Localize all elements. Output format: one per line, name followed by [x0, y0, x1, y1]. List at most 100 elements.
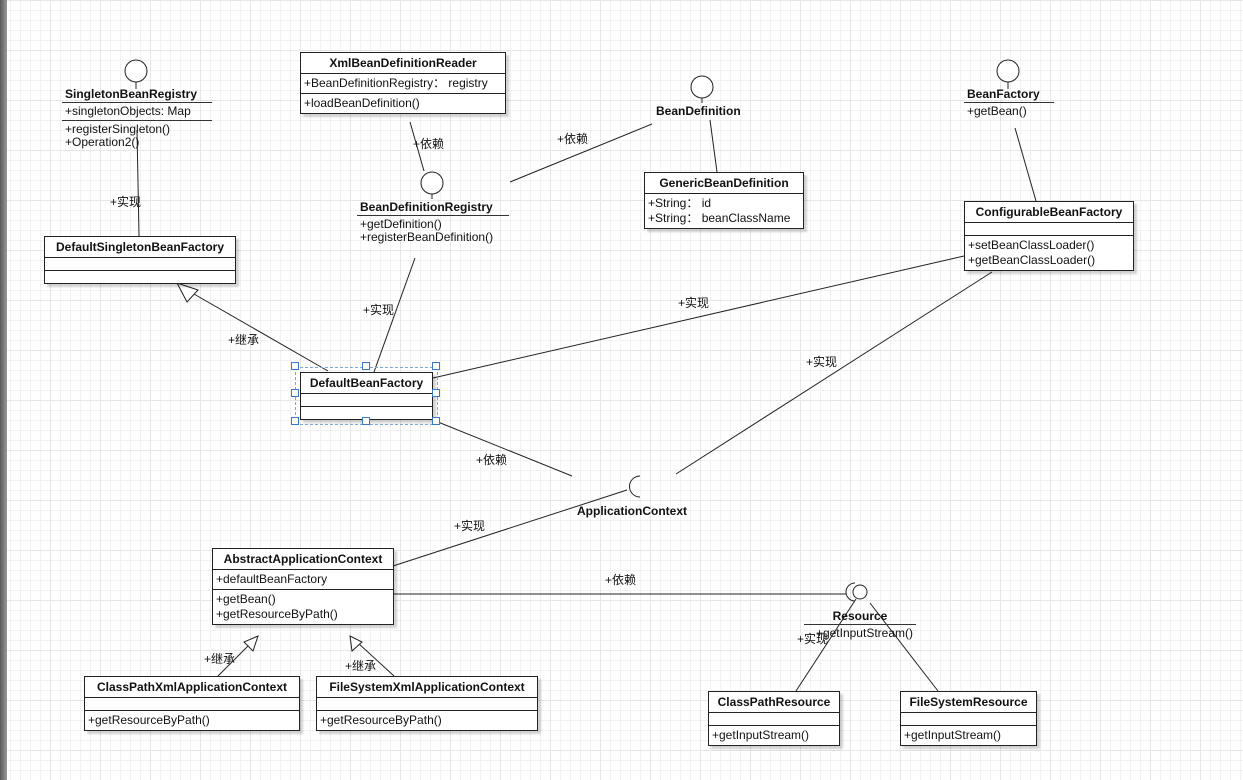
default-bean-factory-name: DefaultBeanFactory	[309, 376, 424, 390]
line-default-to-configurable	[432, 255, 965, 379]
label-depend-appctx: +依赖	[476, 453, 508, 467]
line-beandef-to-registry	[509, 123, 653, 183]
generic-bean-definition-name: GenericBeanDefinition	[659, 176, 789, 190]
line-resource-to-filesystem	[869, 602, 939, 692]
xml-reader-attr: +BeanDefinitionRegistry： registry	[304, 76, 488, 90]
bean-definition-interface-name[interactable]: BeanDefinition	[656, 104, 741, 118]
bean-definition-registry-interface[interactable]: BeanDefinitionRegistry +getDefinition() …	[357, 199, 509, 246]
classpath-xml-application-context-class[interactable]: ClassPathXmlApplicationContext +getResou…	[84, 676, 300, 731]
lollipop-bean-definition	[690, 75, 714, 99]
resource-socket	[845, 582, 856, 602]
label-realize-appctx-config: +实现	[806, 355, 838, 369]
filesystem-xml-op: +getResourceByPath()	[320, 713, 442, 727]
label-inherit-classpath: +继承	[204, 652, 236, 666]
configurable-op-1: +setBeanClassLoader()	[968, 238, 1095, 252]
lollipop-singleton-registry	[124, 59, 148, 83]
abstract-context-name: AbstractApplicationContext	[223, 552, 383, 566]
classpath-resource-attrs	[709, 712, 839, 725]
resize-handle-sw[interactable]	[291, 417, 299, 425]
abstract-context-op-1: +getBean()	[216, 592, 276, 606]
classpath-resource-class[interactable]: ClassPathResource +getInputStream()	[708, 691, 840, 746]
line-default-to-appctx	[432, 419, 573, 477]
singleton-op-2: +Operation2()	[65, 135, 140, 149]
bean-factory-name: BeanFactory	[967, 87, 1040, 101]
abstract-context-attr: +defaultBeanFactory	[216, 572, 328, 586]
inherit-arrow-classpath	[243, 635, 259, 652]
label-realize-appctx: +实现	[454, 519, 486, 533]
label-realize-resource: +实现	[797, 632, 829, 646]
default-singleton-bean-factory-class[interactable]: DefaultSingletonBeanFactory	[44, 236, 236, 284]
lollipop-bean-factory	[996, 59, 1020, 83]
registry-op-1: +getDefinition()	[360, 217, 442, 231]
singleton-bean-registry-interface[interactable]: SingletonBeanRegistry +singletonObjects:…	[62, 86, 212, 151]
singleton-bean-registry-name: SingletonBeanRegistry	[65, 87, 198, 101]
configurable-op-2: +getBeanClassLoader()	[968, 253, 1096, 267]
filesystem-resource-class[interactable]: FileSystemResource +getInputStream()	[900, 691, 1037, 746]
label-depend-resource: +依赖	[605, 573, 637, 587]
line-appctx-to-configurable	[675, 271, 993, 475]
filesystem-resource-name: FileSystemResource	[909, 695, 1028, 709]
line-singleton-to-default-singleton	[136, 129, 140, 237]
resource-name: Resource	[832, 609, 888, 623]
label-depend-reader: +依赖	[413, 137, 445, 151]
generic-bean-definition-class[interactable]: GenericBeanDefinition +String： id +Strin…	[644, 172, 804, 229]
default-bean-factory-ops	[301, 406, 432, 419]
classpath-xml-op: +getResourceByPath()	[88, 713, 210, 727]
classpath-xml-name: ClassPathXmlApplicationContext	[96, 680, 288, 694]
filesystem-xml-name: FileSystemXmlApplicationContext	[329, 680, 525, 694]
line-reader-to-registry	[409, 121, 425, 172]
line-beandef-to-generic	[709, 119, 718, 173]
resource-op: +getInputStream()	[815, 626, 913, 640]
line-classpath-to-abstract	[217, 643, 251, 677]
resize-handle-ne[interactable]	[432, 362, 440, 370]
bean-factory-interface[interactable]: BeanFactory +getBean()	[964, 86, 1054, 120]
configurable-bean-factory-class[interactable]: ConfigurableBeanFactory +setBeanClassLoa…	[964, 201, 1134, 271]
registry-name: BeanDefinitionRegistry	[360, 200, 493, 214]
lollipop-resource	[852, 584, 868, 600]
label-inherit-default: +继承	[228, 333, 260, 347]
filesystem-xml-attrs	[317, 697, 537, 710]
inherit-arrow-filesystem	[349, 635, 363, 653]
singleton-op-1: +registerSingleton()	[65, 122, 171, 136]
classpath-resource-name: ClassPathResource	[717, 695, 831, 709]
application-context-interface-name[interactable]: ApplicationContext	[577, 504, 687, 518]
window-edge	[0, 0, 7, 780]
default-singleton-attrs	[45, 257, 235, 270]
label-depend-beandef: +依赖	[557, 132, 589, 146]
registry-op-2: +registerBeanDefinition()	[360, 230, 494, 244]
singleton-attr: +singletonObjects: Map	[65, 104, 191, 118]
label-realize-singleton: +实现	[110, 195, 142, 209]
xml-reader-op: +loadBeanDefinition()	[304, 96, 420, 110]
generic-attr-id: +String： id	[648, 196, 712, 210]
xml-reader-name: XmlBeanDefinitionReader	[329, 56, 477, 70]
resize-handle-w[interactable]	[291, 389, 299, 397]
xml-bean-definition-reader-class[interactable]: XmlBeanDefinitionReader +BeanDefinitionR…	[300, 52, 506, 114]
line-default-to-default-singleton	[186, 289, 329, 372]
filesystem-xml-application-context-class[interactable]: FileSystemXmlApplicationContext +getReso…	[316, 676, 538, 731]
classpath-xml-attrs	[85, 697, 299, 710]
default-bean-factory-class[interactable]: DefaultBeanFactory	[295, 367, 438, 425]
resize-handle-nw[interactable]	[291, 362, 299, 370]
inherit-arrow-default-singleton	[175, 282, 199, 303]
resource-interface[interactable]: Resource +getInputStream()	[804, 608, 916, 642]
line-filesystem-to-abstract	[357, 642, 395, 677]
resize-handle-se[interactable]	[432, 417, 440, 425]
resize-handle-n[interactable]	[362, 362, 370, 370]
resize-handle-s[interactable]	[362, 417, 370, 425]
line-beanfactory-to-configurable	[1014, 127, 1037, 202]
abstract-application-context-class[interactable]: AbstractApplicationContext +defaultBeanF…	[212, 548, 394, 625]
line-registry-to-default	[373, 257, 416, 373]
filesystem-resource-op: +getInputStream()	[904, 728, 1002, 742]
default-singleton-ops	[45, 270, 235, 283]
label-inherit-filesystem: +继承	[345, 659, 377, 673]
lollipop-registry	[420, 171, 444, 195]
appctx-socket	[629, 475, 641, 498]
line-resource-to-classpath	[795, 598, 857, 692]
configurable-name: ConfigurableBeanFactory	[975, 205, 1123, 219]
label-realize-configurable: +实现	[678, 296, 710, 310]
default-singleton-name: DefaultSingletonBeanFactory	[55, 240, 225, 254]
label-realize-registry: +实现	[363, 303, 395, 317]
resize-handle-e[interactable]	[432, 389, 440, 397]
configurable-attrs	[965, 222, 1133, 235]
